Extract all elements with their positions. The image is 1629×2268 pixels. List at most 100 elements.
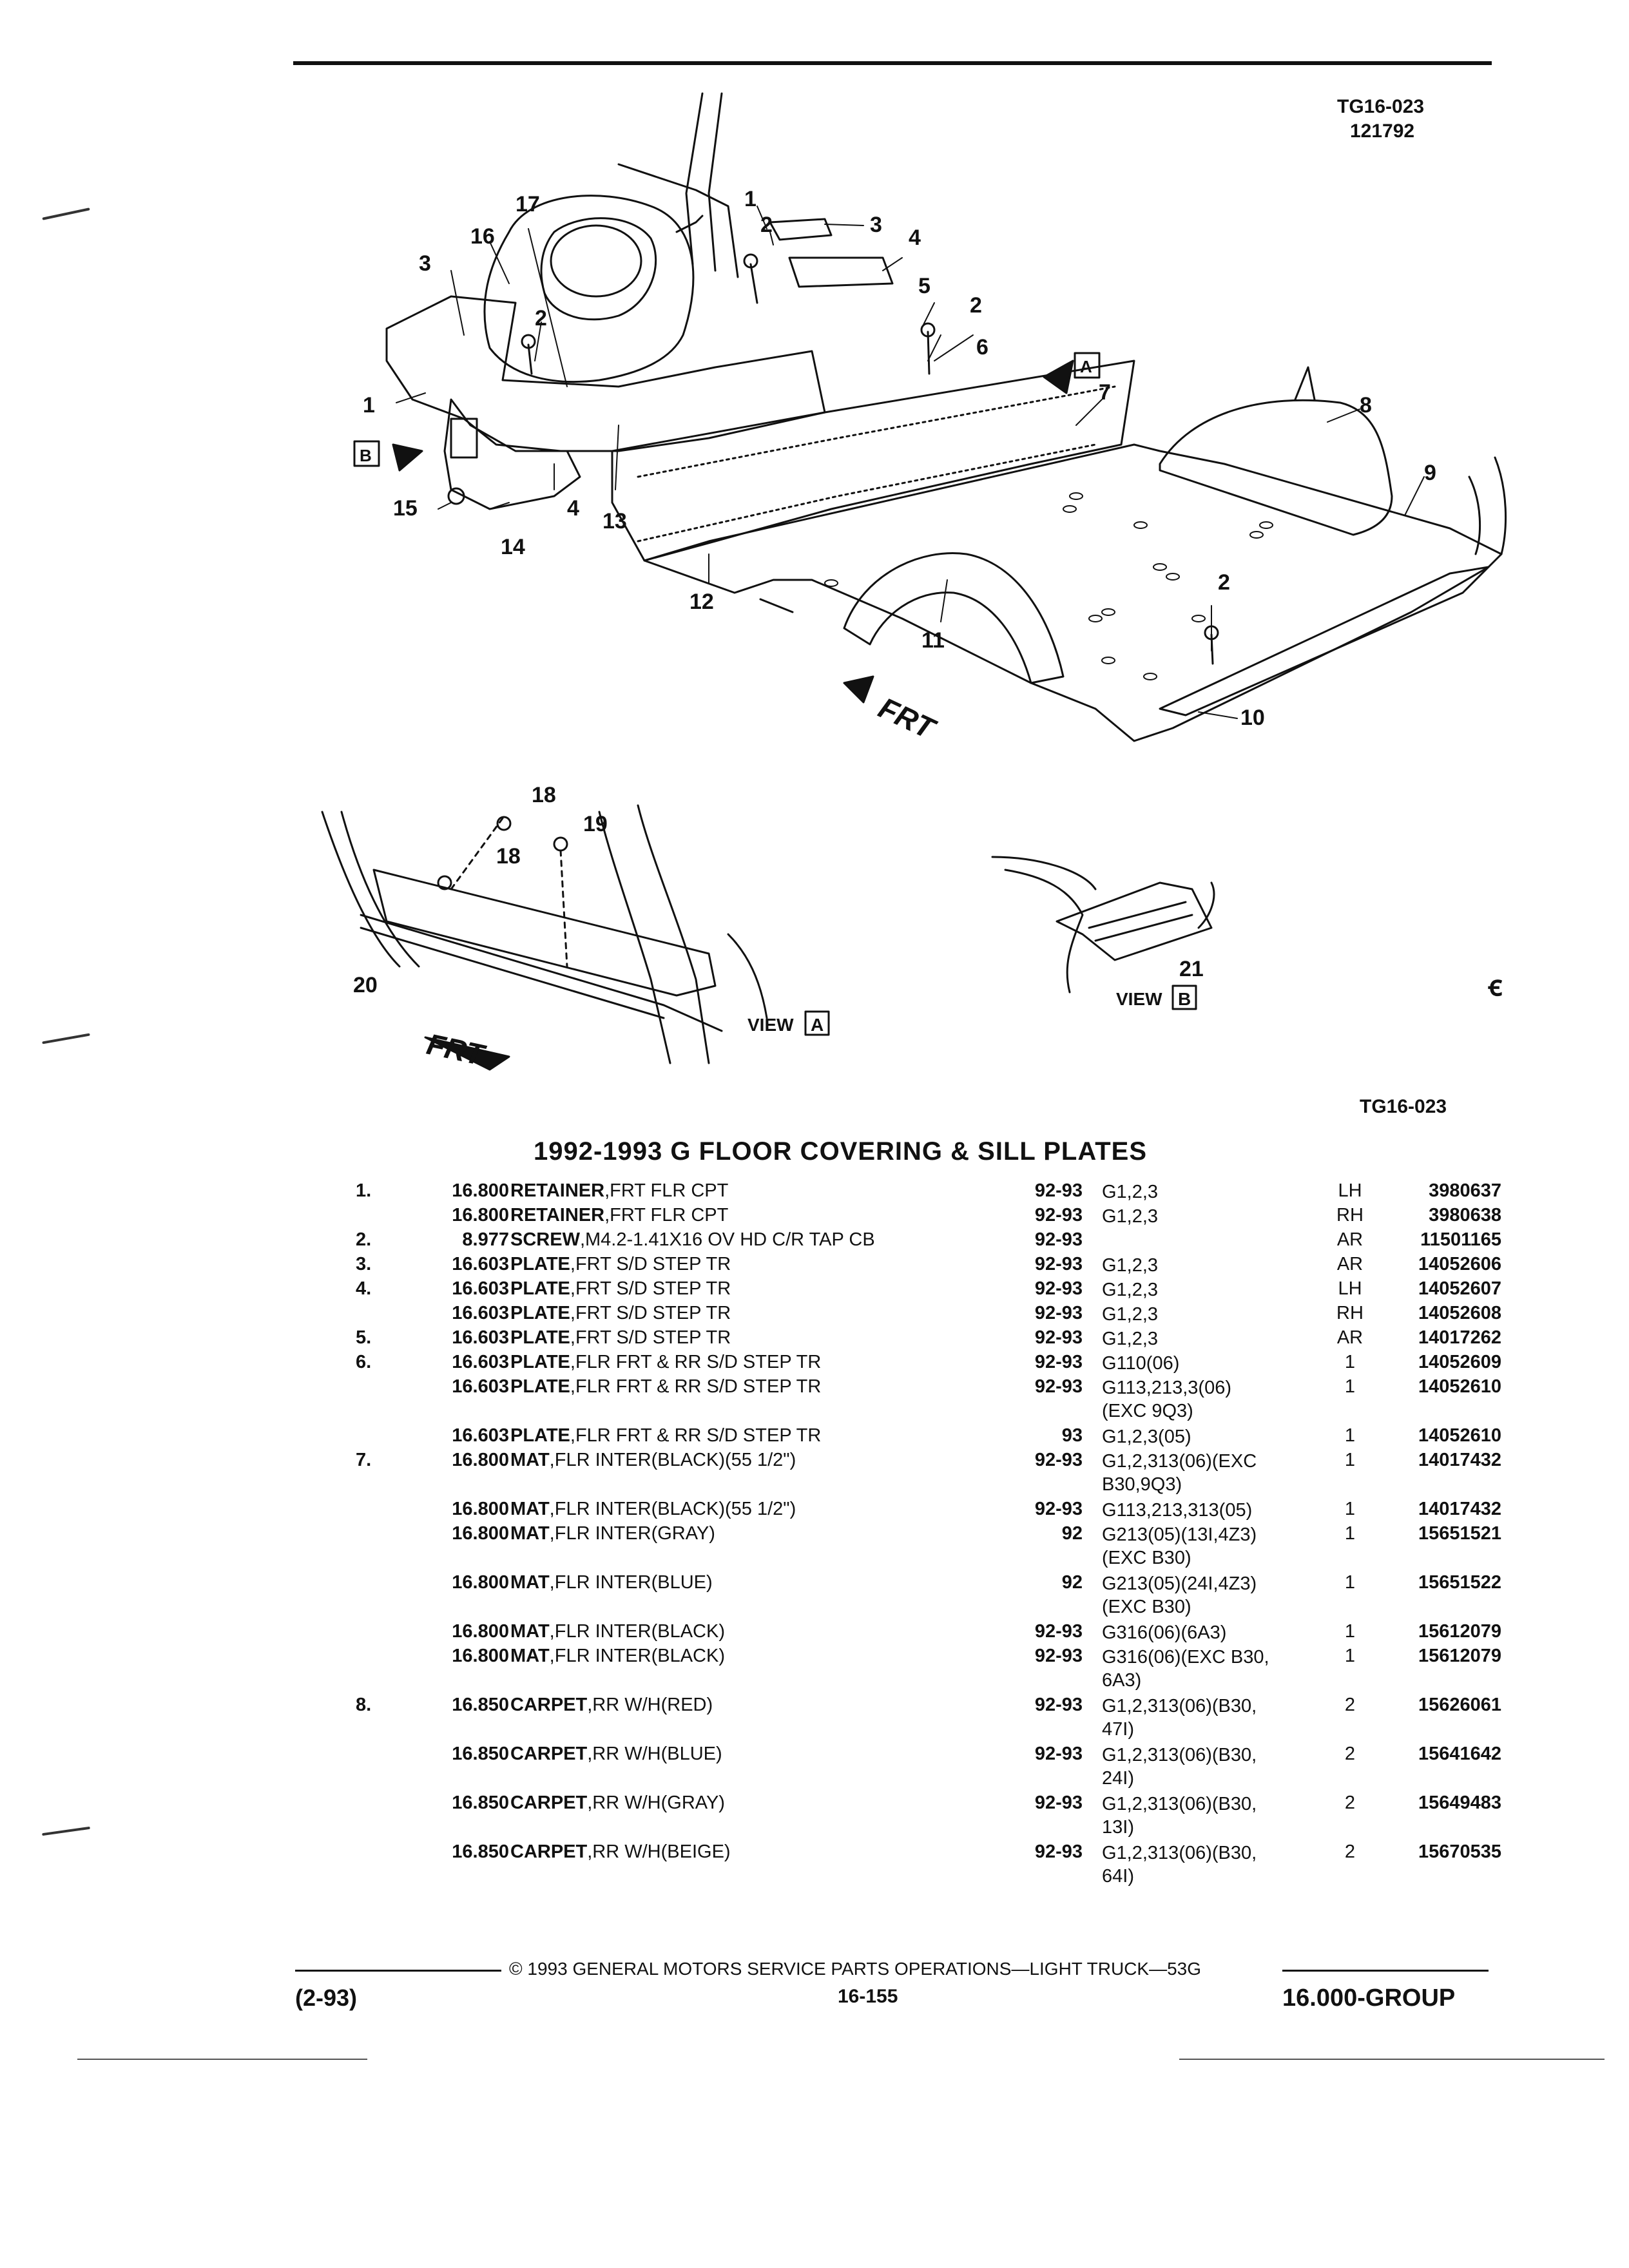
part-name: CARPET — [510, 1792, 588, 1813]
group-number: 16.603 — [452, 1254, 509, 1274]
model-usage-line1: G1,2,313(06)(B30, — [1102, 1794, 1257, 1814]
group-number: 16.603 — [452, 1352, 509, 1372]
callout-2c: 2 — [535, 306, 547, 331]
model-usage-line2: (EXC B30) — [1102, 1548, 1191, 1568]
bottom-scan-line — [1179, 2059, 1605, 2060]
model-usage: G1,2,313(06)(B30,13I) — [1102, 1792, 1334, 1839]
footer-group: 16.000-GROUP — [1282, 1984, 1456, 2012]
model-usage: G113,213,313(05) — [1102, 1499, 1334, 1522]
callout-12: 12 — [689, 590, 714, 614]
floor-mat — [611, 360, 1135, 562]
margin-mark — [42, 1826, 90, 1836]
model-years: 92-93 — [1034, 1229, 1083, 1250]
part-detail: ,FRT S/D STEP TR — [570, 1327, 731, 1348]
engine-cover-inner — [540, 217, 657, 321]
view-a-box — [1074, 352, 1101, 379]
callout-3b: 3 — [419, 251, 431, 276]
model-usage-line2: (EXC 9Q3) — [1102, 1401, 1193, 1421]
model-usage: G316(06)(EXC B30,6A3) — [1102, 1646, 1334, 1692]
part-number: 11501165 — [1420, 1229, 1501, 1250]
quantity: AR — [1336, 1254, 1364, 1274]
callout-1: 1 — [744, 187, 757, 211]
model-usage-line2: 47I) — [1102, 1719, 1134, 1740]
item-number: 7. — [356, 1450, 372, 1470]
model-years: 92-93 — [1034, 1841, 1083, 1862]
body-line — [1468, 476, 1481, 555]
group-number: 16.800 — [452, 1450, 509, 1470]
callout-13: 13 — [602, 509, 627, 533]
model-years: 92-93 — [1034, 1180, 1083, 1201]
quantity: 1 — [1344, 1376, 1356, 1397]
model-usage: G1,2,3 — [1102, 1327, 1334, 1350]
model-years: 92-93 — [1034, 1254, 1083, 1274]
quantity: 1 — [1344, 1352, 1356, 1372]
part-number: 14052608 — [1418, 1303, 1501, 1323]
part-description: CARPET,RR W/H(GRAY) — [510, 1792, 1155, 1814]
date-code: 121792 — [1350, 120, 1415, 142]
model-usage: G1,2,313(06)(B30,47I) — [1102, 1695, 1334, 1741]
part-number: 15612079 — [1418, 1646, 1501, 1666]
part-detail: ,RR W/H(GRAY) — [587, 1792, 725, 1813]
model-years: 92-93 — [1034, 1376, 1083, 1397]
quantity: 2 — [1344, 1744, 1356, 1764]
callout-10: 10 — [1240, 706, 1265, 730]
part-detail: ,FLR INTER(BLACK)(55 1/2") — [549, 1450, 796, 1470]
part-description: PLATE,FRT S/D STEP TR — [510, 1303, 1155, 1324]
part-name: PLATE — [510, 1352, 570, 1372]
group-number: 16.850 — [452, 1792, 509, 1813]
part-name: PLATE — [510, 1254, 570, 1274]
part-detail: ,FRT S/D STEP TR — [570, 1303, 731, 1323]
part-description: CARPET,RR W/H(RED) — [510, 1695, 1155, 1716]
callout-5: 5 — [918, 274, 930, 298]
model-usage: G1,2,313(06)(B30,24I) — [1102, 1744, 1334, 1790]
quantity: 1 — [1344, 1646, 1356, 1666]
part-description: MAT,FLR INTER(BLACK) — [510, 1621, 1155, 1642]
part-name: SCREW — [510, 1229, 580, 1250]
rear-sill-plate — [1159, 566, 1490, 716]
part-detail: ,RR W/H(BLUE) — [587, 1744, 722, 1764]
part-detail: ,FLR INTER(BLACK) — [549, 1621, 725, 1642]
model-usage-line1: G110(06) — [1102, 1353, 1180, 1374]
pillar-line — [685, 92, 704, 265]
model-usage: G113,213,3(06)(EXC 9Q3) — [1102, 1376, 1334, 1423]
view-a-sill-line — [360, 927, 665, 1019]
view-a-caption-box: A — [811, 1015, 824, 1035]
model-usage-line1: G316(06)(6A3) — [1102, 1622, 1227, 1643]
footer-page-number: 16-155 — [838, 1986, 898, 2007]
group-number: 8.977 — [462, 1229, 509, 1250]
group-number: 16.850 — [452, 1841, 509, 1862]
model-years: 92-93 — [1034, 1499, 1083, 1519]
part-number: 14052609 — [1418, 1352, 1501, 1372]
view-a-sill-plate — [372, 869, 717, 997]
group-number: 16.800 — [452, 1205, 509, 1225]
part-detail: ,RR W/H(BEIGE) — [587, 1841, 731, 1862]
model-usage-line1: G1,2,3 — [1102, 1304, 1159, 1325]
model-years: 92-93 — [1034, 1303, 1083, 1323]
callout-14: 14 — [501, 535, 525, 559]
footer-rule-left — [295, 1970, 501, 1972]
part-description: PLATE,FLR FRT & RR S/D STEP TR — [510, 1376, 1155, 1398]
floor-pan — [643, 443, 1503, 742]
footer-copyright: © 1993 GENERAL MOTORS SERVICE PARTS OPER… — [509, 1959, 1202, 1979]
pan-line — [759, 598, 794, 613]
part-name: MAT — [510, 1450, 550, 1470]
part-number: 15651521 — [1418, 1523, 1501, 1544]
part-description: CARPET,RR W/H(BLUE) — [510, 1744, 1155, 1765]
part-detail: ,FLR INTER(BLUE) — [549, 1572, 713, 1593]
callout-18b: 18 — [496, 844, 521, 869]
part-name: PLATE — [510, 1425, 570, 1446]
model-usage-line2: 64I) — [1102, 1866, 1134, 1887]
bottom-scan-line — [77, 2059, 367, 2060]
callout-2b: 2 — [970, 293, 982, 318]
part-description: PLATE,FRT S/D STEP TR — [510, 1327, 1155, 1349]
model-usage: G1,2,313(06)(B30,64I) — [1102, 1841, 1334, 1888]
